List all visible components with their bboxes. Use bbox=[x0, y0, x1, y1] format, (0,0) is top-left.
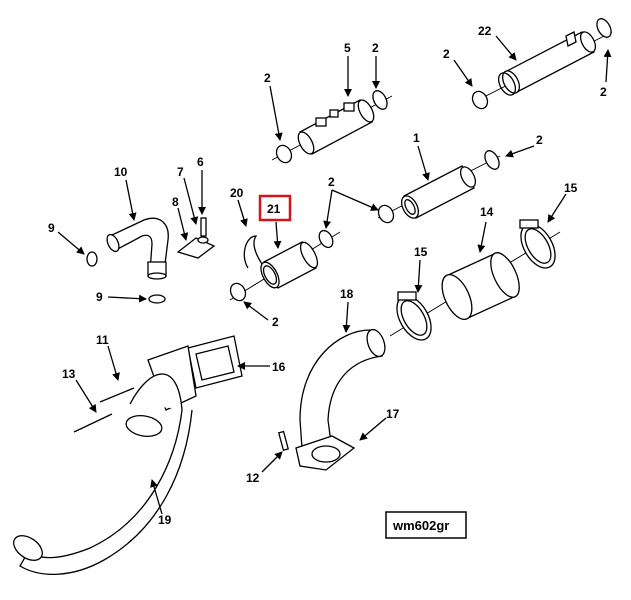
callout-14: 14 bbox=[480, 205, 494, 219]
part-16-gasket bbox=[187, 335, 243, 389]
part-15-clamp-a bbox=[396, 291, 432, 341]
leader-lines bbox=[57, 35, 612, 515]
callout-1: 1 bbox=[413, 131, 420, 145]
callout-8: 8 bbox=[172, 195, 179, 209]
callout-2: 2 bbox=[536, 133, 543, 147]
part-19-pipe bbox=[13, 345, 197, 575]
callout-7: 7 bbox=[177, 165, 184, 179]
callout-2: 2 bbox=[443, 47, 450, 61]
part-20-clip bbox=[243, 235, 263, 269]
callout-15: 15 bbox=[414, 245, 428, 259]
callout-15: 15 bbox=[564, 181, 578, 195]
callout-13: 13 bbox=[62, 367, 76, 381]
callout-17: 17 bbox=[386, 407, 400, 421]
callout-11: 11 bbox=[96, 333, 109, 347]
part-1-tube bbox=[377, 150, 501, 224]
callout-5: 5 bbox=[344, 41, 351, 55]
callout-19: 19 bbox=[158, 513, 172, 527]
callout-2: 2 bbox=[372, 41, 379, 55]
part-5-tube bbox=[271, 90, 393, 164]
part-14-sleeve bbox=[389, 231, 561, 337]
callout-18: 18 bbox=[340, 287, 354, 301]
callout-9: 9 bbox=[96, 290, 103, 304]
part-21-tube bbox=[229, 229, 341, 302]
callout-2: 2 bbox=[328, 175, 335, 189]
callout-6: 6 bbox=[197, 155, 204, 169]
callout-2: 2 bbox=[272, 315, 279, 329]
part-18-pipe bbox=[277, 328, 386, 471]
callout-12: 12 bbox=[246, 471, 260, 485]
callout-22: 22 bbox=[478, 24, 492, 38]
callout-labels: 22 2 2 5 2 2 1 2 2 10 7 6 8 20 21 15 14 … bbox=[48, 24, 607, 527]
callout-10: 10 bbox=[114, 165, 128, 179]
callout-9: 9 bbox=[48, 221, 55, 235]
parts-6-7-8-bracket bbox=[176, 217, 216, 259]
callout-21-highlight-box bbox=[258, 194, 292, 222]
diagram-reference-code: wm602gr bbox=[392, 518, 449, 533]
part-22-tube bbox=[471, 18, 613, 110]
callout-21: 21 bbox=[267, 202, 281, 216]
callout-20: 20 bbox=[230, 186, 244, 200]
callout-2: 2 bbox=[600, 85, 607, 99]
diagram-reference-box bbox=[385, 511, 467, 539]
part-15-clamp-b bbox=[519, 219, 556, 269]
callout-2: 2 bbox=[264, 71, 271, 85]
callout-16: 16 bbox=[272, 360, 286, 374]
part-10-elbow bbox=[86, 217, 169, 304]
